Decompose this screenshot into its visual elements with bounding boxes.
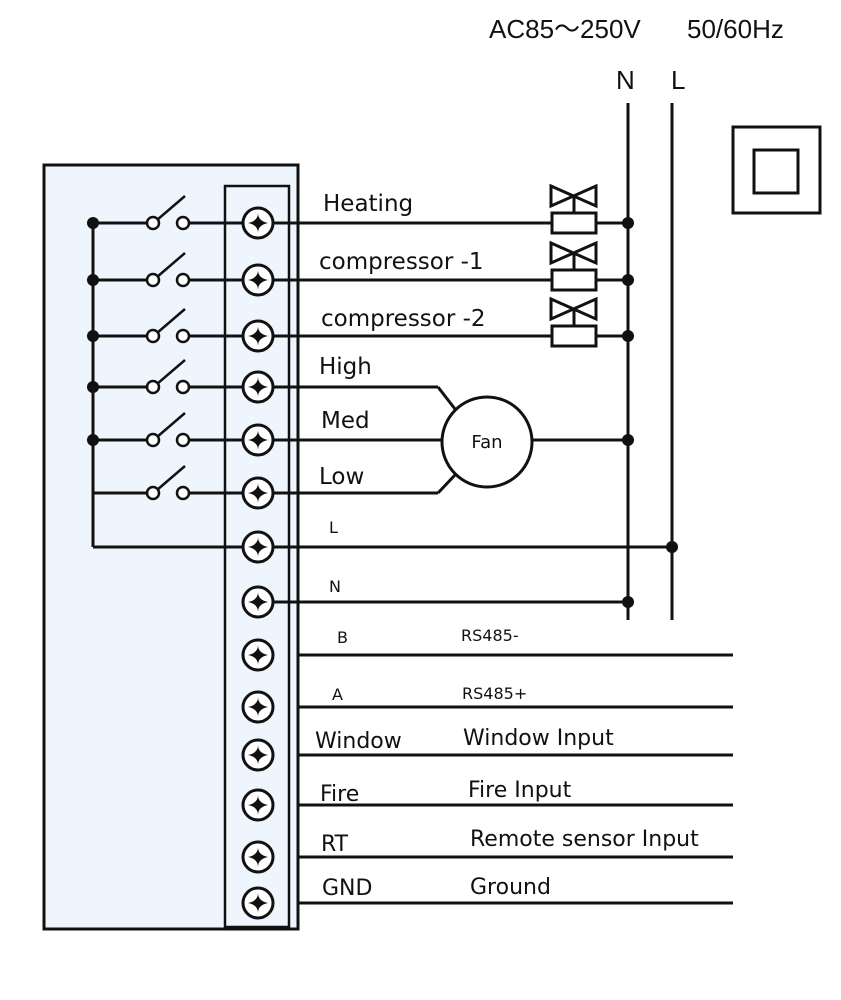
signal-terminal-label: Window — [315, 729, 402, 754]
solenoid-valve-icon — [549, 240, 598, 292]
screw-cross — [248, 430, 268, 450]
screw-terminal-icon — [241, 476, 275, 510]
junction-dot — [622, 330, 634, 342]
junction-dot — [622, 434, 634, 446]
relay-output-label: Low — [319, 464, 364, 490]
screw-terminal-icon — [241, 690, 275, 724]
neutral-bus-label: N — [616, 65, 635, 95]
screw-cross — [248, 745, 268, 765]
screw-terminal-icon — [241, 738, 275, 772]
relay-blade — [156, 195, 186, 221]
power-terminal-label: L — [329, 518, 338, 537]
fan-low-wire — [436, 473, 457, 495]
fan-high-wire — [436, 386, 457, 410]
screw-cross — [248, 893, 268, 913]
screw-cross — [248, 537, 268, 557]
junction-dot — [666, 541, 678, 553]
fan-label: Fan — [471, 432, 502, 453]
screw-cross — [248, 213, 268, 233]
relay-output-label: Heating — [323, 191, 413, 217]
screw-terminal-icon — [241, 319, 275, 353]
external-wiring: Fan — [273, 183, 733, 905]
valve-coil — [550, 268, 598, 292]
screw-terminal-icon — [241, 206, 275, 240]
signal-description-label: RS485+ — [462, 684, 527, 703]
fan-motor-icon — [440, 395, 534, 489]
relay-contact — [175, 379, 191, 395]
signal-terminal-label: RT — [321, 832, 349, 857]
screw-cross — [248, 697, 268, 717]
relay-contact — [175, 215, 191, 231]
relay-contact — [145, 379, 161, 395]
live-bus-label: L — [671, 65, 685, 95]
relay-contact — [175, 485, 191, 501]
solenoid-valve-icon — [549, 183, 598, 235]
relay-blade — [156, 412, 186, 438]
signal-description-label: RS485- — [461, 626, 519, 645]
screw-terminal-icon — [241, 585, 275, 619]
valve-body — [549, 240, 598, 266]
relay-output-label: compressor -2 — [321, 306, 486, 332]
relay-output-label: High — [319, 354, 372, 380]
valve-body — [549, 296, 598, 322]
junction-dot — [622, 596, 634, 608]
screw-terminal-icon — [241, 423, 275, 457]
internal-wiring — [87, 195, 243, 549]
screw-terminal-icon — [241, 788, 275, 822]
valve-body — [549, 183, 598, 209]
valve-coil — [550, 324, 598, 348]
terminals — [241, 206, 275, 920]
power-terminal-label: N — [329, 577, 341, 596]
signal-terminal-label: GND — [322, 876, 372, 901]
signal-terminal-label: A — [332, 685, 343, 704]
relay-blade — [156, 465, 186, 491]
valve-coil — [550, 211, 598, 235]
signal-terminal-label: B — [337, 628, 348, 647]
relay-blade — [156, 359, 186, 385]
relay-contact — [175, 328, 191, 344]
supply-voltage-label: AC85～250V — [489, 14, 641, 44]
screw-terminal-icon — [241, 886, 275, 920]
relay-contact — [145, 485, 161, 501]
screw-cross — [248, 592, 268, 612]
screw-cross — [248, 326, 268, 346]
relay-contact — [175, 272, 191, 288]
screw-terminal-icon — [241, 263, 275, 297]
signal-description-label: Remote sensor Input — [470, 827, 699, 852]
relay-contact — [145, 328, 161, 344]
relay-contact — [145, 432, 161, 448]
screw-terminal-icon — [241, 638, 275, 672]
screw-cross — [248, 270, 268, 290]
relay-output-label: Med — [321, 408, 370, 434]
screw-cross — [248, 795, 268, 815]
signal-description-label: Window Input — [463, 726, 614, 751]
screw-cross — [248, 645, 268, 665]
junction-dot — [622, 217, 634, 229]
screw-cross — [248, 377, 268, 397]
signal-terminal-label: Fire — [320, 782, 359, 807]
relay-contact — [145, 215, 161, 231]
screw-terminal-icon — [241, 370, 275, 404]
junction-dot — [622, 274, 634, 286]
screw-cross — [248, 483, 268, 503]
relay-contact — [145, 272, 161, 288]
screw-terminal-icon — [241, 530, 275, 564]
screw-terminal-icon — [241, 840, 275, 874]
double-insulation-icon — [731, 125, 822, 215]
solenoid-valve-icon — [549, 296, 598, 348]
screw-cross — [248, 847, 268, 867]
relay-blade — [156, 252, 186, 278]
signal-description-label: Fire Input — [468, 778, 572, 803]
signal-description-label: Ground — [470, 875, 551, 900]
relay-contact — [175, 432, 191, 448]
terminal-labels: Heating compressor -1 compressor -2 HighMed… — [315, 191, 699, 901]
relay-output-label: compressor -1 — [319, 249, 484, 275]
frequency-label: 50/60Hz — [687, 14, 784, 44]
relay-blade — [156, 308, 186, 334]
